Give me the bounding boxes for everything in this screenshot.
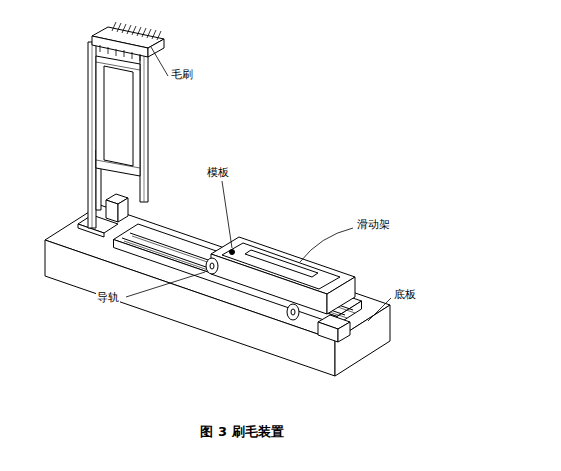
part-label: 滑动架 — [356, 218, 391, 231]
part-label: 导轨 — [96, 291, 120, 304]
part-label: 毛刷 — [170, 68, 194, 81]
part-label: 模板 — [206, 166, 230, 179]
figure-caption: 图 3 刷毛装置 — [200, 424, 283, 440]
part-label: 底板 — [393, 288, 417, 301]
